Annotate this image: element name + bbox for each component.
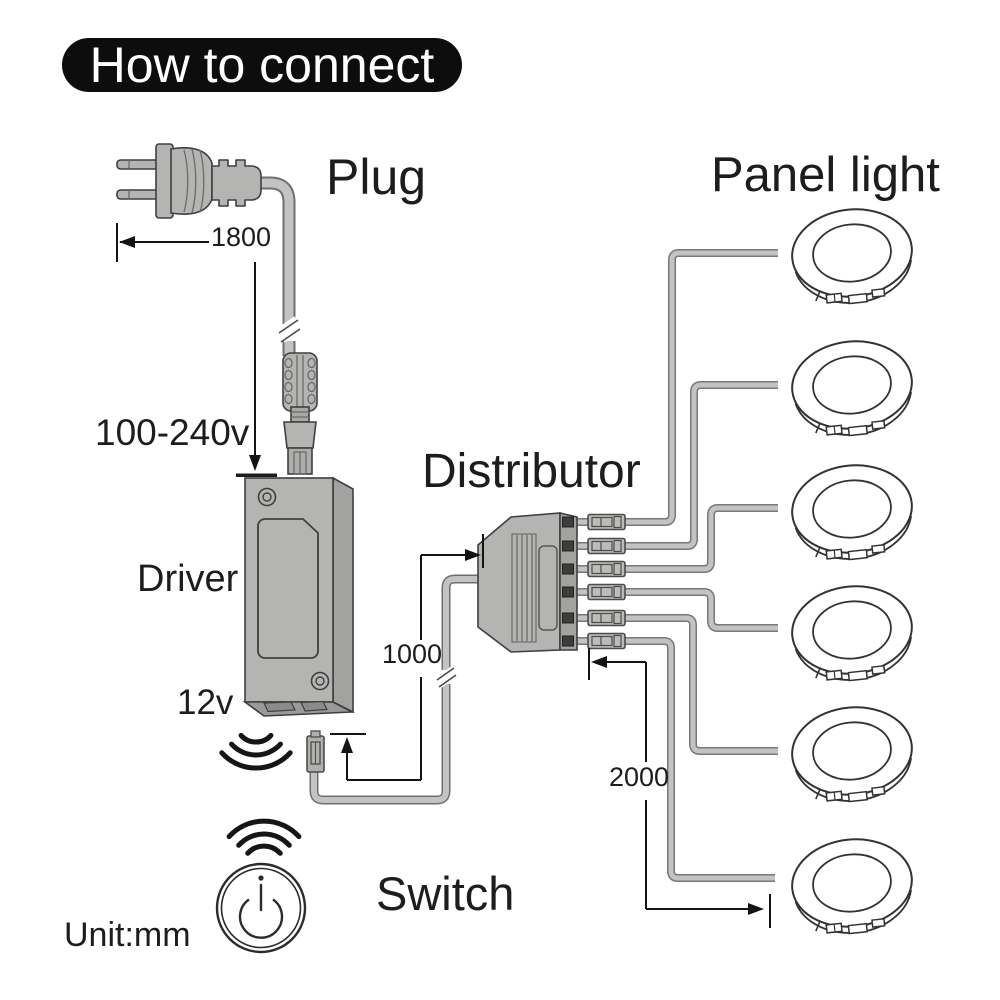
- panel-light-4: [786, 579, 918, 687]
- distributor-connector-5: [587, 609, 626, 627]
- unit-label: Unit:mm: [64, 916, 191, 954]
- output-voltage-label: 12v: [177, 683, 234, 722]
- distributor-connector-3: [587, 560, 626, 578]
- panel-light-6: [786, 832, 918, 940]
- panel-light-5: [786, 700, 918, 808]
- distributor-connector-6: [587, 632, 626, 650]
- wire-to-light-4: [623, 588, 778, 632]
- wifi-waves-icon: [219, 732, 293, 771]
- distributor-label: Distributor: [422, 445, 641, 498]
- panel-light-2: [786, 334, 918, 442]
- wifi-waves-icon: [226, 818, 302, 856]
- distributor-illustration: [477, 511, 578, 653]
- wire-to-light-1: [623, 249, 778, 526]
- power-icon: [238, 875, 284, 939]
- voltage-leader-arrow: [249, 262, 261, 471]
- switch-label: Switch: [376, 867, 515, 920]
- plug-label: Plug: [326, 149, 427, 205]
- driver-illustration: [236, 473, 355, 717]
- panel-light-label: Panel light: [711, 148, 940, 202]
- wire-to-light-5: [623, 614, 778, 755]
- dimension-2000-value: 2000: [609, 762, 670, 792]
- dimension-1000-value: 1000: [382, 639, 443, 669]
- wire-to-light-2: [623, 381, 778, 550]
- dimension-1000-lines: [330, 534, 484, 781]
- plug-power-cable: [250, 176, 304, 356]
- panel-light-3: [786, 458, 918, 566]
- driver-output-connector: [306, 730, 325, 773]
- distributor-connector-4: [587, 583, 626, 601]
- title-badge: How to connect: [62, 38, 462, 92]
- wire-to-light-3: [623, 504, 778, 573]
- distributor-output-ports: [562, 516, 574, 647]
- plug-illustration: [116, 143, 262, 219]
- power-connector: [282, 352, 318, 475]
- driver-label: Driver: [137, 558, 239, 600]
- distributor-connector-1: [587, 513, 626, 531]
- dimension-1800-value: 1800: [211, 222, 272, 252]
- switch-illustration: [215, 862, 307, 954]
- dimension-1800-lines: [116, 223, 209, 262]
- connector-stubs: [576, 518, 590, 645]
- dimension-2000-lines: [588, 648, 771, 928]
- input-voltage-label: 100-240v: [95, 412, 250, 453]
- panel-light-1: [786, 202, 918, 310]
- distributor-connector-2: [587, 537, 626, 555]
- driver-to-distributor-cable: [309, 574, 496, 805]
- wire-to-light-6: [623, 637, 775, 882]
- title-text: How to connect: [89, 37, 435, 93]
